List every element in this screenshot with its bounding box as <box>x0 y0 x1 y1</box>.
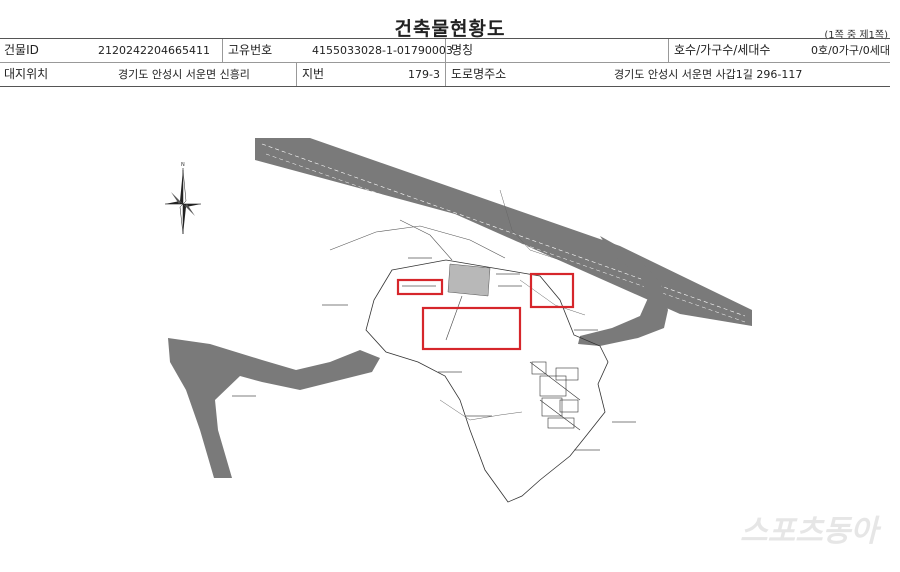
road-label: 도로명주소 <box>451 67 507 81</box>
info-row-2: 대지위치 경기도 안성시 서운면 신흥리 지번 179-3 도로명주소 경기도 … <box>0 63 890 86</box>
highlight-box-1 <box>396 278 444 296</box>
building-id-value: 2120242204665411 <box>98 44 210 57</box>
divider <box>445 63 446 86</box>
name-label: 명칭 <box>451 43 474 57</box>
highway <box>255 138 752 326</box>
site-value: 경기도 안성시 서운면 신흥리 <box>118 68 250 81</box>
divider <box>445 39 446 62</box>
building-id-label: 건물ID <box>4 43 39 57</box>
page-title: 건축물현황도 <box>394 18 506 40</box>
lot-value: 179-3 <box>408 68 440 81</box>
name-value <box>510 39 660 62</box>
road-east <box>578 236 668 346</box>
info-table: 건물ID 2120242204665411 고유번호 4155033028-1-… <box>0 38 890 87</box>
svg-text:N: N <box>181 162 185 168</box>
unique-no-label: 고유번호 <box>228 43 273 57</box>
page-info: (1쪽 중 제1쪽) <box>824 30 888 41</box>
existing-building <box>447 263 491 297</box>
highlight-markers <box>396 272 575 351</box>
site-label: 대지위치 <box>4 67 49 81</box>
divider <box>222 39 223 62</box>
road-value: 경기도 안성시 서운면 사갑1길 296-117 <box>614 68 803 81</box>
compass-icon: N <box>165 162 201 235</box>
site-map: N <box>165 138 752 503</box>
map-annotations <box>232 257 636 451</box>
highlight-box-2 <box>529 272 575 309</box>
road-west <box>168 338 380 478</box>
units-value: 0호/0가구/0세대 <box>810 44 890 57</box>
facility-drawing <box>529 361 581 431</box>
highlight-box-3 <box>421 306 522 351</box>
site-boundary <box>365 259 609 503</box>
info-row-1: 건물ID 2120242204665411 고유번호 4155033028-1-… <box>0 39 890 63</box>
divider <box>296 63 297 86</box>
unique-no-value: 4155033028-1-01790003 <box>312 44 453 57</box>
divider <box>668 39 669 62</box>
units-label: 호수/가구수/세대수 <box>674 43 771 57</box>
lot-label: 지번 <box>302 67 325 81</box>
watermark: 스포츠동아 <box>740 514 878 549</box>
